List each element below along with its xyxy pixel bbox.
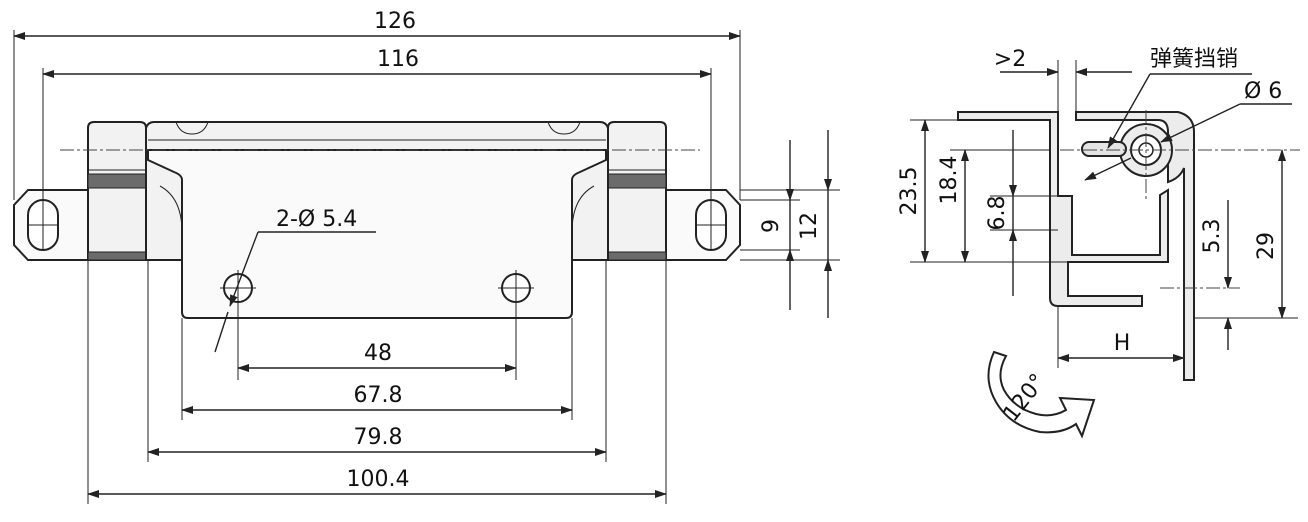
- side-right-leaf: [1075, 111, 1195, 381]
- dim-pin-diameter: Ø 6: [1244, 79, 1282, 104]
- right-knuckle: [607, 121, 667, 261]
- dim-h: H: [1114, 331, 1131, 356]
- dim-offset-right: 5.3: [1200, 219, 1225, 254]
- dim-tab-height: 12: [797, 212, 822, 240]
- dim-slot-height: 9: [759, 219, 784, 233]
- dim-hole-spacing: 48: [364, 341, 392, 366]
- label-stop-pin: 弹簧挡销: [1150, 47, 1238, 72]
- left-knuckle: [87, 121, 147, 261]
- side-view: 23.5 18.4 6.8 >2 弹簧挡销 Ø 6 5.3 29: [897, 47, 1300, 439]
- dim-offset: 6.8: [985, 196, 1010, 231]
- dim-height-pin: 18.4: [937, 156, 962, 205]
- mounting-plate: [147, 149, 607, 319]
- dim-leaf-drop: 29: [1254, 232, 1279, 260]
- dim-height-total: 23.5: [897, 167, 922, 216]
- rotation-arrow-icon: [987, 350, 1096, 439]
- right-mounting-tab: [665, 189, 741, 261]
- hole-callout: 2-Ø 5.4: [276, 207, 357, 232]
- dim-plate-width: 67.8: [354, 383, 403, 408]
- dim-slot-pitch: 116: [377, 47, 419, 72]
- left-mounting-tab: [13, 189, 89, 261]
- front-view: 126 116 48 67.8 79.8 100.4 2-Ø 5.4 9: [13, 9, 840, 504]
- dim-overall-length: 126: [374, 9, 416, 34]
- dim-knuckle-length: 100.4: [347, 467, 410, 492]
- dim-leaf-width: 79.8: [354, 425, 403, 450]
- dim-gap: >2: [994, 47, 1026, 72]
